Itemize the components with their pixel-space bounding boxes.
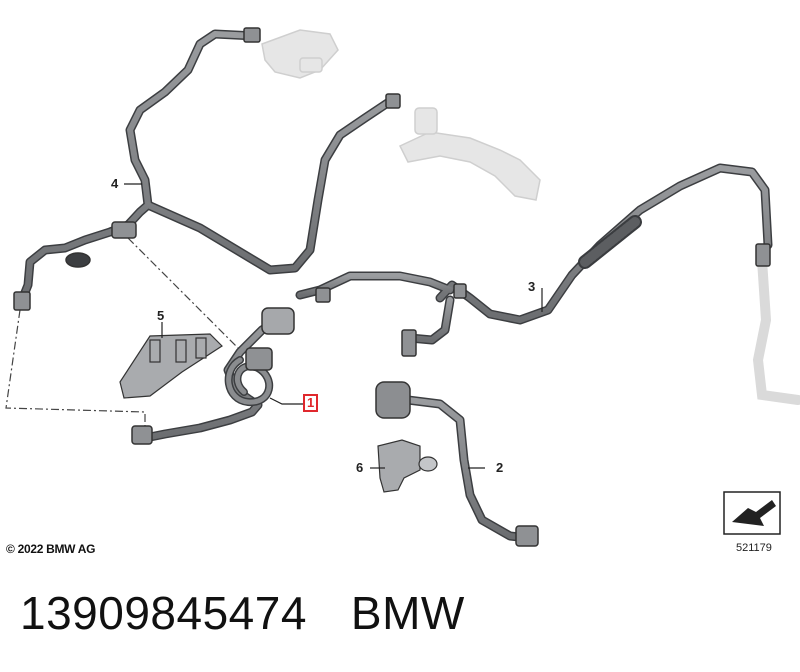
part-number: 13909845474	[20, 587, 307, 639]
copyright-notice: © 2022 BMW AG	[6, 542, 96, 556]
diagram-number: 521179	[736, 542, 772, 554]
bracket-part-5	[119, 333, 223, 399]
hoses	[17, 29, 773, 543]
part-caption: 13909845474 BMW	[20, 586, 465, 640]
assembly-lines	[5, 237, 243, 428]
ghost-pipe-right	[398, 107, 541, 201]
bracket-part-6	[377, 439, 438, 493]
ghost-hose-right	[752, 255, 800, 405]
callout-2: 2	[496, 460, 504, 475]
brand-name: BMW	[350, 587, 465, 639]
parts-diagram	[5, 27, 800, 547]
callout-4: 4	[111, 176, 119, 191]
ghost-connector-top	[261, 29, 339, 79]
orientation-arrow-icon	[723, 491, 781, 535]
leader-lines	[124, 183, 543, 469]
fittings	[13, 27, 771, 547]
callout-6: 6	[356, 460, 364, 475]
callout-3: 3	[528, 279, 536, 294]
callout-1-highlighted[interactable]: 1	[303, 394, 319, 412]
callout-5: 5	[157, 308, 165, 323]
